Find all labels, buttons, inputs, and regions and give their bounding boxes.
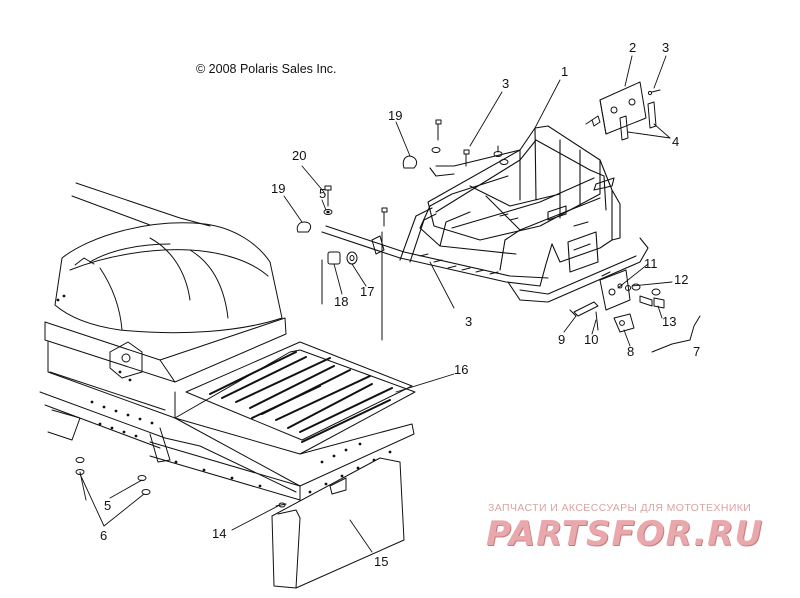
callout-5: 5 bbox=[104, 498, 111, 513]
callout-3: 3 bbox=[465, 314, 472, 329]
callout-19: 19 bbox=[388, 108, 402, 123]
tube-mounts bbox=[296, 119, 519, 341]
callout-3: 3 bbox=[502, 76, 509, 91]
callout-18: 18 bbox=[334, 294, 348, 309]
cover-plate bbox=[585, 81, 661, 141]
callout-6: 6 bbox=[100, 528, 107, 543]
callout-10: 10 bbox=[584, 332, 598, 347]
callout-20: 20 bbox=[292, 148, 306, 163]
callout-13: 13 bbox=[662, 314, 676, 329]
snow-flap bbox=[271, 457, 405, 589]
callout-3: 3 bbox=[662, 40, 669, 55]
callout-labels: 1 2 3 3 3 4 5 5 6 7 8 9 10 11 12 13 14 1… bbox=[100, 40, 700, 569]
callout-11: 11 bbox=[644, 256, 658, 271]
callout-15: 15 bbox=[374, 554, 388, 569]
callout-5: 5 bbox=[319, 186, 326, 201]
callout-8: 8 bbox=[627, 344, 634, 359]
callout-4: 4 bbox=[672, 134, 679, 149]
callout-9: 9 bbox=[558, 332, 565, 347]
copyright-notice: © 2008 Polaris Sales Inc. bbox=[196, 62, 337, 76]
rack-frame bbox=[321, 125, 649, 303]
watermark-logo: PARTSFOR.RU bbox=[486, 514, 764, 554]
callout-17: 17 bbox=[360, 284, 374, 299]
callout-16: 16 bbox=[454, 362, 468, 377]
rear-deck bbox=[174, 341, 416, 487]
grip-pad-stripes bbox=[209, 351, 393, 443]
hitch-assembly bbox=[569, 269, 701, 353]
loose-fasteners bbox=[75, 457, 287, 508]
callout-2: 2 bbox=[629, 40, 636, 55]
callout-12: 12 bbox=[674, 272, 688, 287]
callout-14: 14 bbox=[212, 526, 226, 541]
callout-1: 1 bbox=[561, 64, 568, 79]
snowmobile-body bbox=[39, 182, 392, 501]
leader-lines bbox=[79, 55, 673, 553]
watermark-tagline: ЗАПЧАСТИ И АКСЕССУАРЫ ДЛЯ МОТОТЕХНИКИ bbox=[488, 502, 752, 514]
callout-19: 19 bbox=[271, 181, 285, 196]
callout-7: 7 bbox=[693, 344, 700, 359]
